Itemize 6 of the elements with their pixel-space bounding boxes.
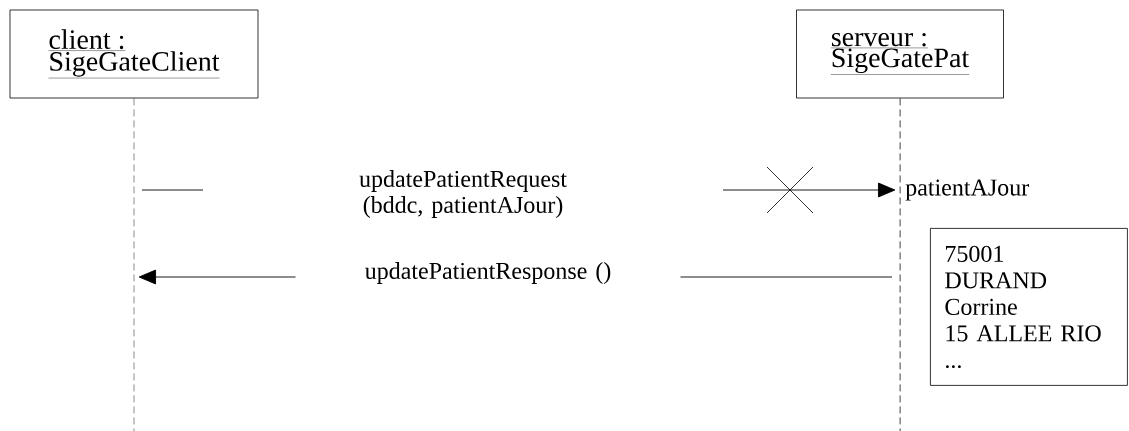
message-label: patientAJour bbox=[905, 179, 1029, 201]
note-box: 75001 DURAND Corrine 15 ALLEE RIO ... bbox=[930, 228, 1128, 386]
edge-label: updatePatientResponse () bbox=[295, 260, 681, 286]
object-box: serveur : SigeGatePat bbox=[796, 9, 1004, 99]
edge-label: updatePatientRequest (bddc, patientAJour) bbox=[203, 168, 723, 220]
object-box: client : SigeGateClient bbox=[9, 9, 259, 99]
